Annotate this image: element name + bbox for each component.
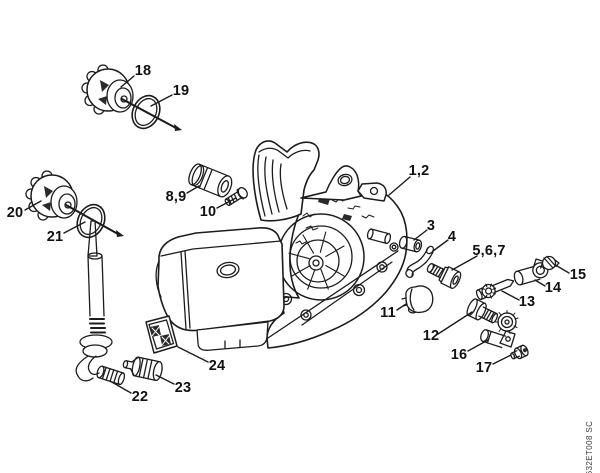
- mounting-studs: [366, 228, 392, 245]
- part-18-oil-pump: [81, 64, 134, 115]
- bolt-bosses: [279, 261, 388, 321]
- part-15-cap: [541, 255, 560, 271]
- part-label-22: 22: [131, 389, 149, 405]
- fuel-tank: [155, 227, 285, 351]
- part-8-9-bushing: [188, 163, 233, 198]
- part-label-3: 3: [426, 218, 436, 234]
- part-label-10: 10: [199, 204, 217, 220]
- top-boss: [357, 182, 387, 202]
- crankcase-housing: [261, 191, 408, 349]
- part-label-21: 21: [46, 229, 64, 245]
- part-21-oring-needle: [65, 203, 124, 239]
- part-label-8-9: 8,9: [165, 189, 187, 205]
- part-label-1-2: 1,2: [408, 163, 430, 179]
- part-16-valve: [480, 310, 519, 349]
- part-13-screw: [475, 278, 515, 301]
- part-label-18: 18: [134, 63, 152, 79]
- part-20-oil-pump: [25, 170, 78, 221]
- tank-opening: [216, 261, 240, 279]
- crankcase-ribs: [288, 231, 345, 290]
- part-label-14: 14: [544, 280, 562, 296]
- part-label-23: 23: [174, 380, 192, 396]
- part-label-12: 12: [422, 328, 440, 344]
- part-label-20: 20: [6, 205, 24, 221]
- part-label-4: 4: [447, 229, 457, 245]
- part-label-24: 24: [208, 358, 226, 374]
- part-24-gasket: [145, 315, 178, 354]
- part-label-17: 17: [475, 360, 493, 376]
- part-label-5-6-7: 5,6,7: [472, 243, 506, 259]
- part-label-19: 19: [172, 83, 190, 99]
- leader-lines: [24, 75, 570, 394]
- part-17-screw: [510, 344, 529, 360]
- tank-skirt: [196, 321, 269, 351]
- part-4-elbow: [405, 245, 435, 279]
- part-label-11: 11: [380, 305, 396, 321]
- part-11-cap: [401, 285, 434, 314]
- part-label-15: 15: [569, 267, 587, 283]
- part-label-16: 16: [450, 347, 468, 363]
- watermark-code: 632ET008 SC: [585, 420, 594, 473]
- part-3-pin: [398, 235, 423, 253]
- part-19-oring-needle: [121, 94, 182, 131]
- part-label-13: 13: [518, 294, 536, 310]
- part-23-fuel-filter: [122, 356, 163, 382]
- part-22-hose: [75, 220, 126, 386]
- av-mount-ear: [300, 165, 362, 201]
- part-5-6-7-screw: [426, 263, 462, 290]
